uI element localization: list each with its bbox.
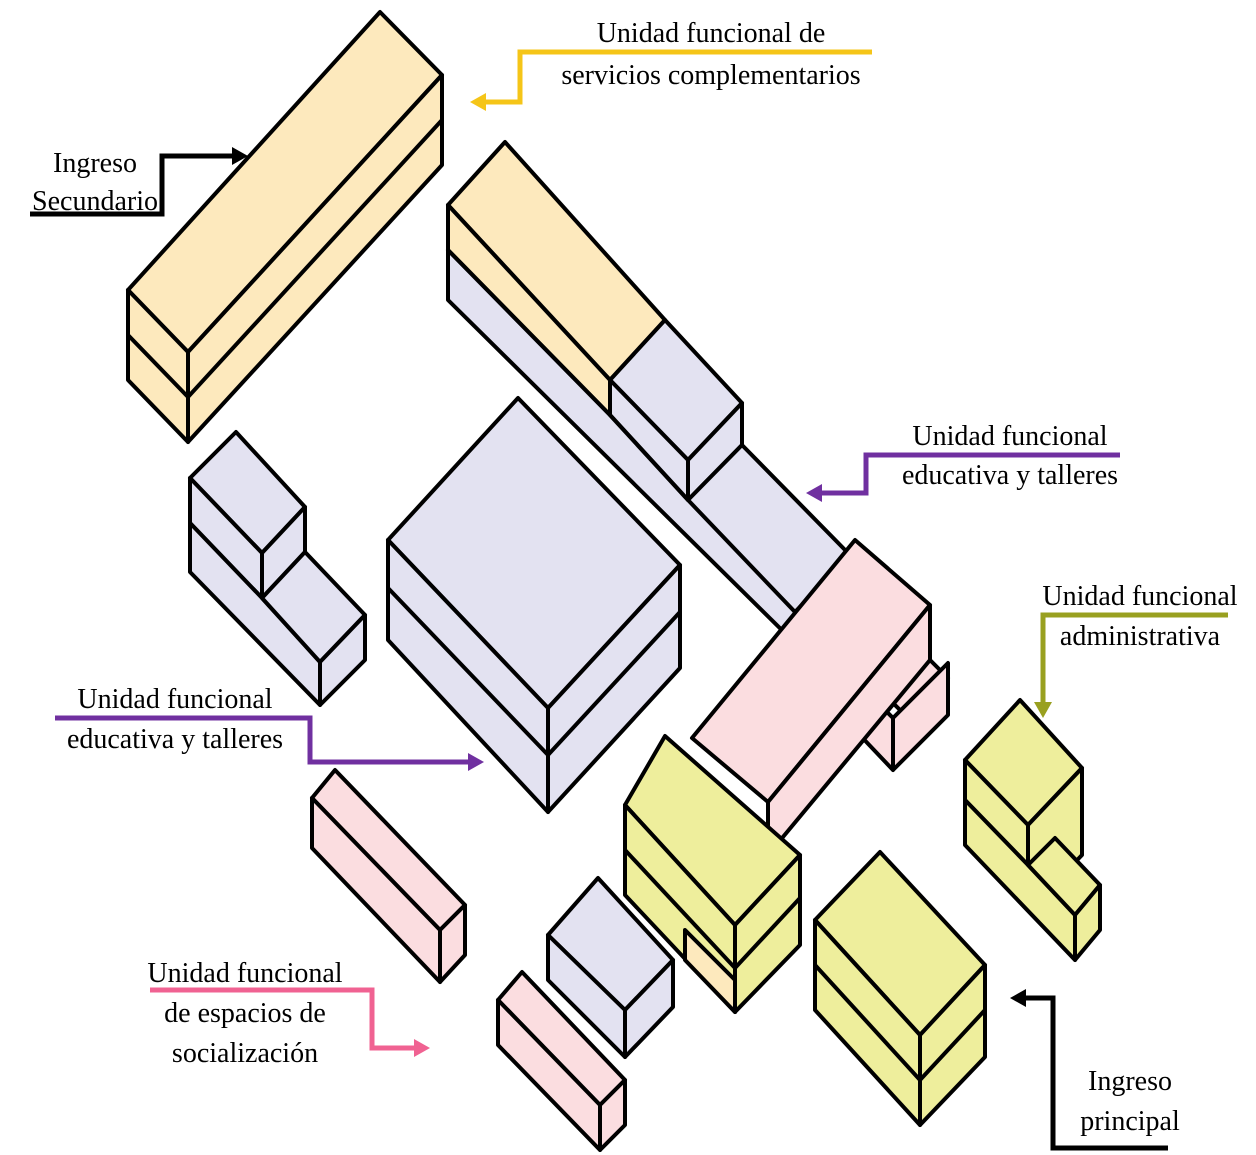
label-educativa-left-line2: educativa y talleres: [67, 724, 283, 755]
label-ingreso-principal-line1: Ingreso: [1088, 1066, 1172, 1097]
label-ingreso-secundario-line2: Secundario: [32, 186, 158, 217]
label-ingreso-principal-line2: principal: [1080, 1106, 1180, 1137]
block-socializacion-bottom-bar: [496, 970, 627, 1152]
floor-line: [733, 896, 802, 970]
floor-line: [446, 248, 612, 417]
floor-line: [546, 610, 682, 757]
block-educativa-front-cube: [546, 876, 675, 1059]
block-face-right: [1073, 883, 1102, 962]
label-educativa-left-line1: Unidad funcional: [77, 684, 272, 715]
arrow-servicios: [470, 49, 872, 111]
label-educativa-right-line2: educativa y talleres: [902, 460, 1118, 491]
block-administrativa-bottom: [813, 850, 987, 1127]
block-socializacion-long-bar: [690, 538, 932, 857]
block-administrativa-front: [623, 734, 802, 1014]
block-servicios-long-bar: [126, 10, 444, 444]
arrow-ingreso-secundario: [30, 147, 248, 217]
floor-line: [126, 333, 190, 399]
block-face-right: [891, 661, 950, 772]
floor-line: [608, 413, 690, 502]
label-socializacion-line2: de espacios de: [164, 998, 326, 1029]
arrow-ingreso-principal: [1010, 989, 1168, 1151]
label-ingreso-secundario-line1: Ingreso: [53, 148, 137, 179]
block-educativa-left-stack: [188, 430, 367, 707]
label-administrativa-line2: administrativa: [1060, 621, 1221, 652]
floor-line: [813, 963, 922, 1082]
label-servicios-line2: servicios complementarios: [561, 60, 860, 91]
floor-line: [918, 1008, 987, 1082]
label-servicios-line1: Unidad funcional de: [597, 18, 826, 49]
block-socializacion-left-bar: [310, 768, 467, 984]
block-administrativa-right: [963, 698, 1102, 962]
block-face-right: [598, 1078, 627, 1152]
label-socializacion-line1: Unidad funcional: [147, 958, 342, 989]
block-face-right: [438, 903, 467, 984]
arrow-educativa-left: [55, 715, 484, 771]
label-administrativa-line1: Unidad funcional: [1042, 581, 1237, 612]
block-face-right: [318, 613, 367, 707]
label-socializacion-line3: socialización: [172, 1038, 318, 1069]
block-educativa-central: [386, 396, 682, 814]
floor-line: [186, 118, 444, 399]
block-face-right: [546, 563, 682, 814]
arrow-educativa-right: [806, 452, 1120, 502]
floor-line: [623, 848, 737, 970]
arrow-administrativa: [1034, 612, 1228, 718]
arrow-socializacion: [150, 987, 430, 1057]
label-educativa-right-line1: Unidad funcional: [912, 421, 1107, 452]
block-face-right: [623, 958, 675, 1059]
floor-line: [386, 586, 550, 757]
